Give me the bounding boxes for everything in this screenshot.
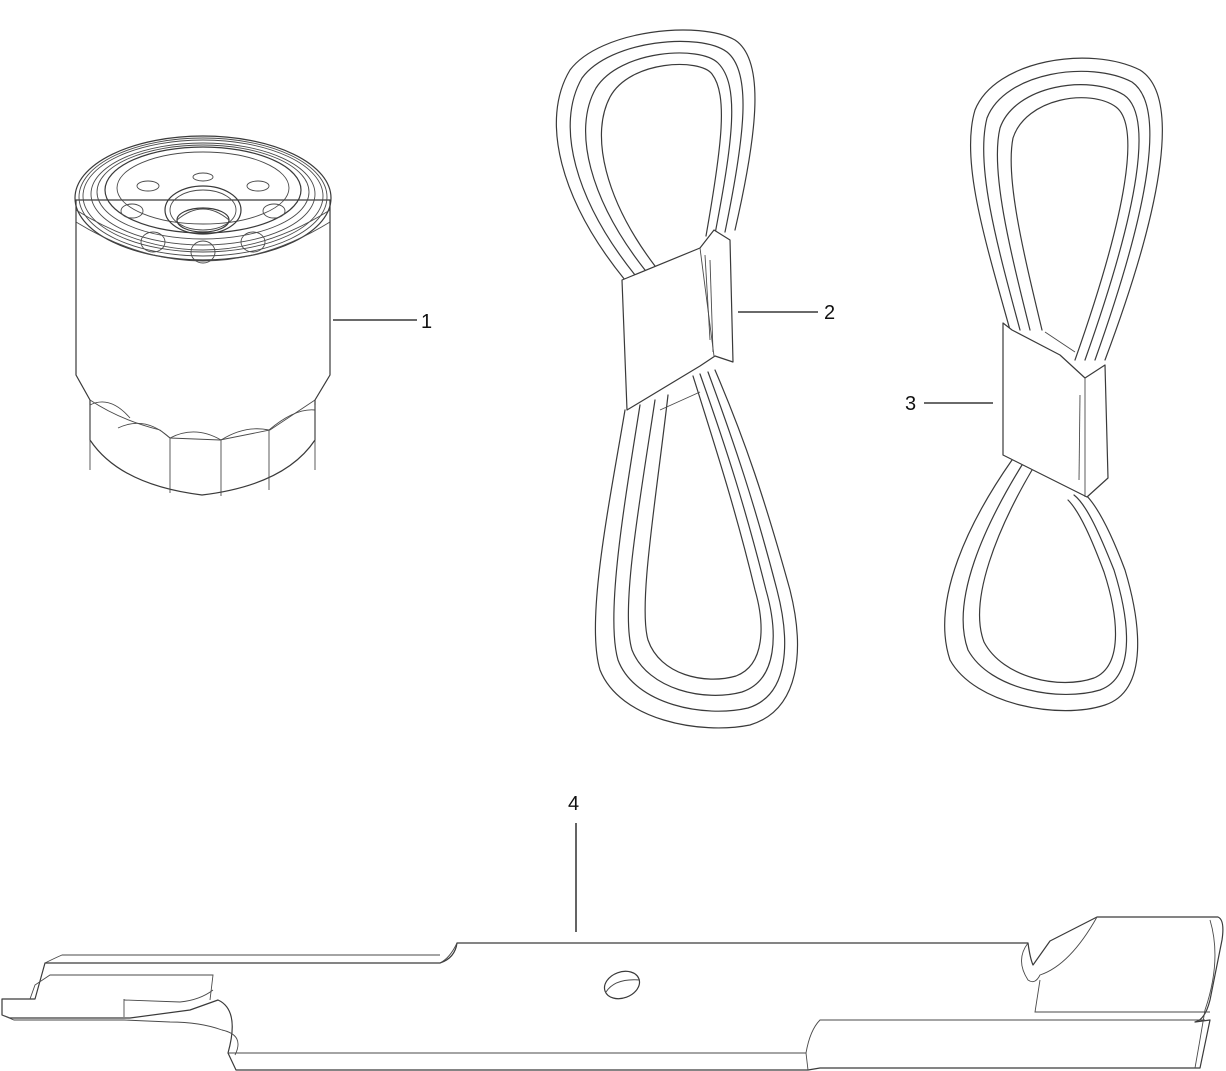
callout-1-label: 1 — [421, 311, 433, 333]
belt-2-drawing — [555, 29, 798, 729]
belt-3-drawing — [944, 57, 1163, 712]
mower-blade-drawing — [1, 916, 1224, 1071]
oil-filter-drawing — [74, 135, 332, 496]
callout-4-label: 4 — [568, 793, 580, 815]
callout-2-label: 2 — [824, 302, 836, 324]
callout-3-label: 3 — [905, 393, 917, 415]
